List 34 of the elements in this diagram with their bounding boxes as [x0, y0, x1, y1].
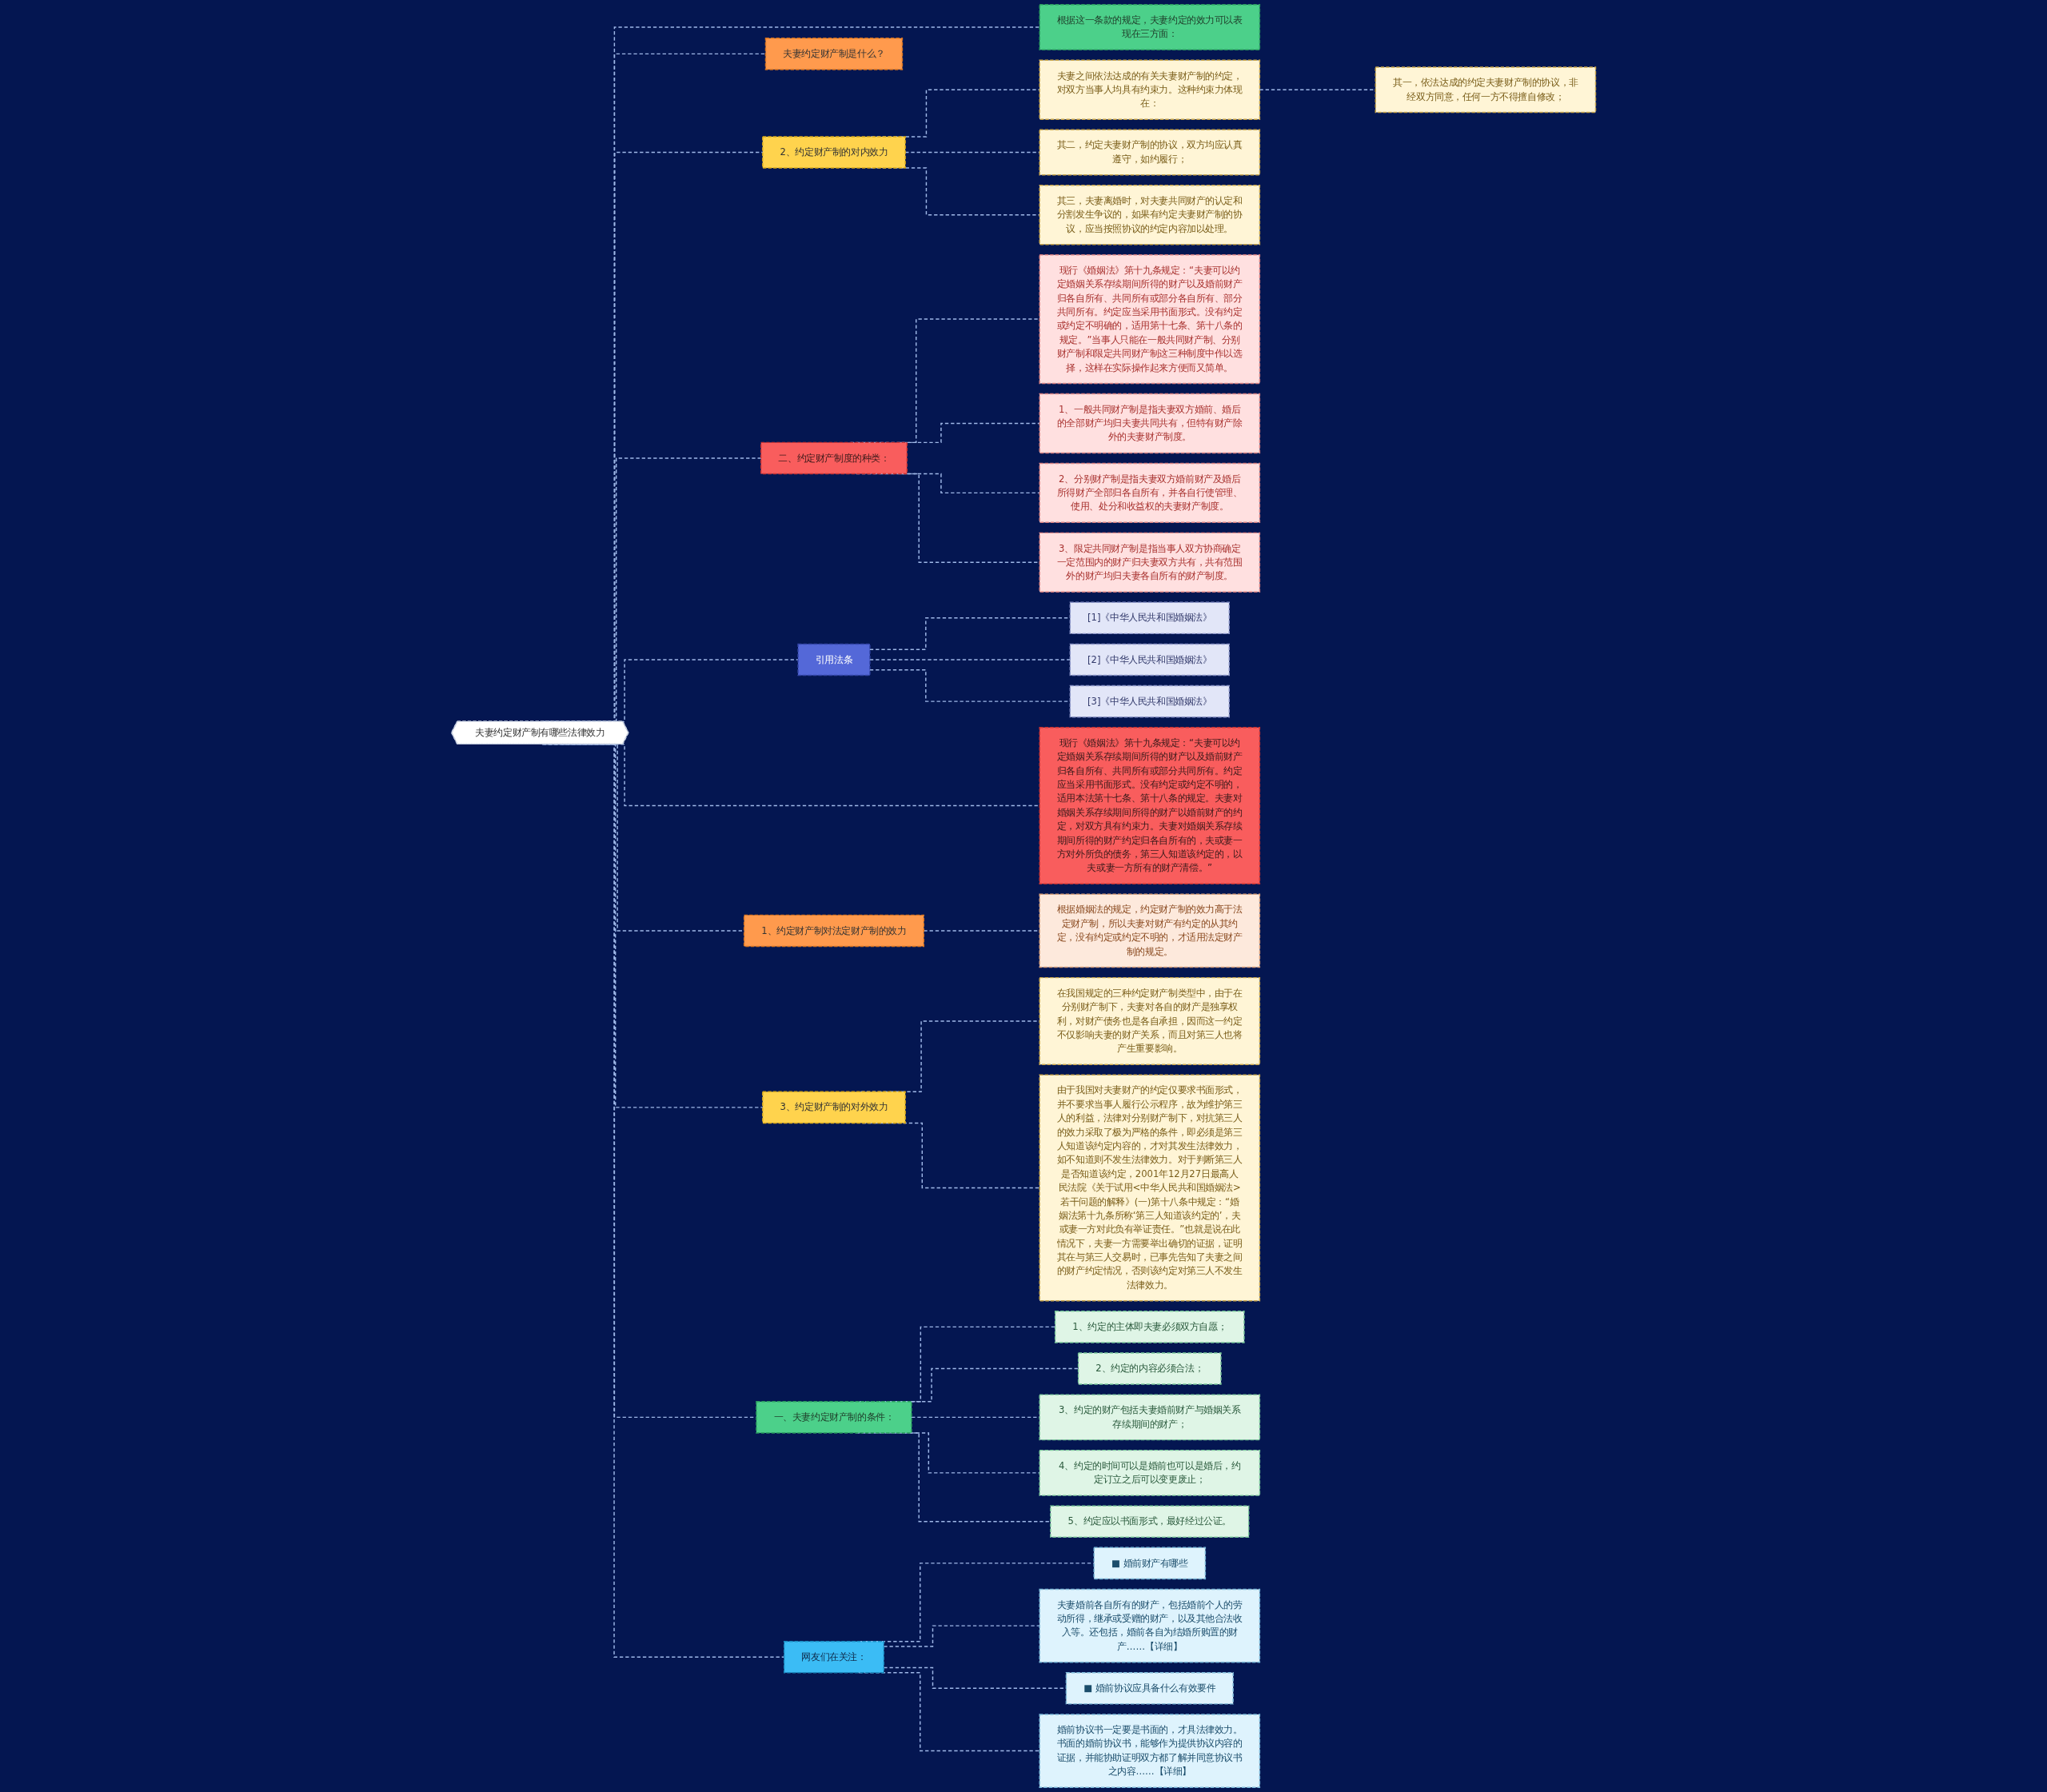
node-box: 3、限定共同财产制是指当事人双方协商确定一定范围内的财产归夫妻双方共有，共有范围外的财产均归夫妻各自所有的财产制度。	[1039, 532, 1260, 593]
node-box: 二、约定财产制度的种类：	[760, 441, 908, 475]
node-box: 其二，约定夫妻财产制的协议，双方均应认真遵守，如约履行；	[1039, 129, 1260, 176]
node-box: 5、约定应以书面形式，最好经过公证。	[1050, 1505, 1250, 1538]
node-box: 4、约定的时间可以是婚前也可以是婚后，约定订立之后可以变更废止；	[1039, 1449, 1260, 1496]
node-box: 引用法条	[797, 643, 871, 676]
node-box: 根据婚姻法的规定，约定财产制的效力高于法定财产制，所以夫妻对财产有约定的从其约定，没有约定或约定不明的，才适用法定财产制的规定。	[1039, 893, 1260, 968]
node-box: 2、约定财产制的对内效力	[761, 136, 906, 169]
node-box: 婚前协议书一定要是书面的，才具法律效力。书面的婚前协议书，能够作为提供协议内容的证据，并能协助证明双方都了解并同意协议书之内容……【详细】	[1039, 1714, 1260, 1788]
node-box: 其一，依法达成的约定夫妻财产制的协议，非经双方同意，任何一方不得擅自修改；	[1375, 66, 1597, 114]
node-box: 2、分别财产制是指夫妻双方婚前财产及婚后所得财产全部归各自所有，并各自行使管理、使用、处分和收益权的夫妻财产制度。	[1039, 462, 1260, 524]
node-box: 夫妻婚前各自所有的财产，包括婚前个人的劳动所得，继承或受赠的财产，以及其他合法收入等。还包括，婚前各自为结婚所购置的财产……【详细】	[1039, 1588, 1260, 1663]
node-box: ■ 婚前财产有哪些	[1093, 1547, 1206, 1580]
node-box: 1、约定财产制对法定财产制的效力	[743, 914, 924, 948]
node-box: 3、约定的财产包括夫妻婚前财产与婚姻关系存续期间的财产；	[1039, 1394, 1260, 1441]
node-box: 网友们在关注：	[783, 1640, 884, 1674]
node-box: [3]《中华人民共和国婚姻法》	[1069, 684, 1230, 718]
node-box: [2]《中华人民共和国婚姻法》	[1069, 643, 1230, 676]
node-box: 其三，夫妻离婚时，对夫妻共同财产的认定和分割发生争议的，如果有约定夫妻财产制的协议，应当按照协议的约定内容加以处理。	[1039, 185, 1260, 245]
node-box: 1、一般共同财产制是指夫妻双方婚前、婚后的全部财产均归夫妻共同共有，但特有财产除外的夫妻财产制度。	[1039, 393, 1260, 454]
node-box: 夫妻约定财产制是什么？	[764, 38, 903, 70]
connector	[869, 659, 1071, 661]
node-box: 在我国规定的三种约定财产制类型中，由于在分别财产制下，夫妻对各自的财产是独享权利，对财产债务也是各自承担，因而这一约定不仅影响夫妻的财产关系，而且对第三人也将产生重要影响。	[1039, 976, 1260, 1065]
node-box: 夫妻之间依法达成的有关夫妻财产制的约定，对双方当事人均具有约束力。这种约束力体现在：	[1039, 59, 1260, 120]
node-box: 1、约定的主体即夫妻必须双方自愿；	[1054, 1311, 1245, 1343]
node-box: 现行《婚姻法》第十九条规定：“夫妻可以约定婚姻关系存续期间所得的财产以及婚前财产归各自所有、共同所有或部分共同所有。约定应当采用书面形式。没有约定或约定不明的，适用本法第十七条、第十八条的规定。夫妻对婚姻关系存续期间所得的财产以婚前财产的约定，对双方具有约束力。夫妻对婚姻关系存续期间所得的财产约定归各自所有的，夫或妻一方对外所负的债务，第三人知道该约定的，以夫或妻一方所有的财产清偿。”	[1039, 727, 1260, 884]
node-box: 现行《婚姻法》第十九条规定：“夫妻可以约定婚姻关系存续期间所得的财产以及婚前财产归各自所有、共同所有或部分各自所有、部分共同所有。约定应当采用书面形式。没有约定或约定不明确的，适用第十七条、第十八条的规定。”当事人只能在一般共同财产制、分别财产制和限定共同财产制这三种制度中作以选择，这样在实际操作起来方便而又简单。	[1039, 253, 1260, 385]
node-box: 一、夫妻约定财产制的条件：	[756, 1401, 912, 1434]
node-box: 根据这一条款的规定，夫妻约定的效力可以表现在三方面：	[1039, 4, 1260, 50]
node-box: 2、约定的内容必须合法；	[1077, 1352, 1222, 1385]
node-box: 由于我国对夫妻财产的约定仅要求书面形式，并不要求当事人履行公示程序，故为维护第三人的利益，法律对分别财产制下，对抗第三人的效力采取了极为严格的条件，即必须是第三人知道该约定内容的，才对其发生法律效力，如不知道则不发生法律效力。对于判断第三人是否知道该约定，2001年12月27日最高人民法院《关于试用<中华人民共和国婚姻法>若干问题的解释》(一)第十八条中规定：“婚姻法第十九条所称‘第三人知道该约定的’，夫或妻一方对此负有举证责任。”也就是说在此情况下，夫妻一方需要举出确切的证据，证明其在与第三人交易时，已事先告知了夫妻之间的财产约定情况，否则该约定对第三人不发生法律效力。	[1039, 1074, 1260, 1302]
node-box: 3、约定财产制的对外效力	[761, 1091, 906, 1124]
node-box: ■ 婚前协议应具备什么有效要件	[1065, 1672, 1234, 1705]
node-box: [1]《中华人民共和国婚姻法》	[1069, 601, 1230, 635]
